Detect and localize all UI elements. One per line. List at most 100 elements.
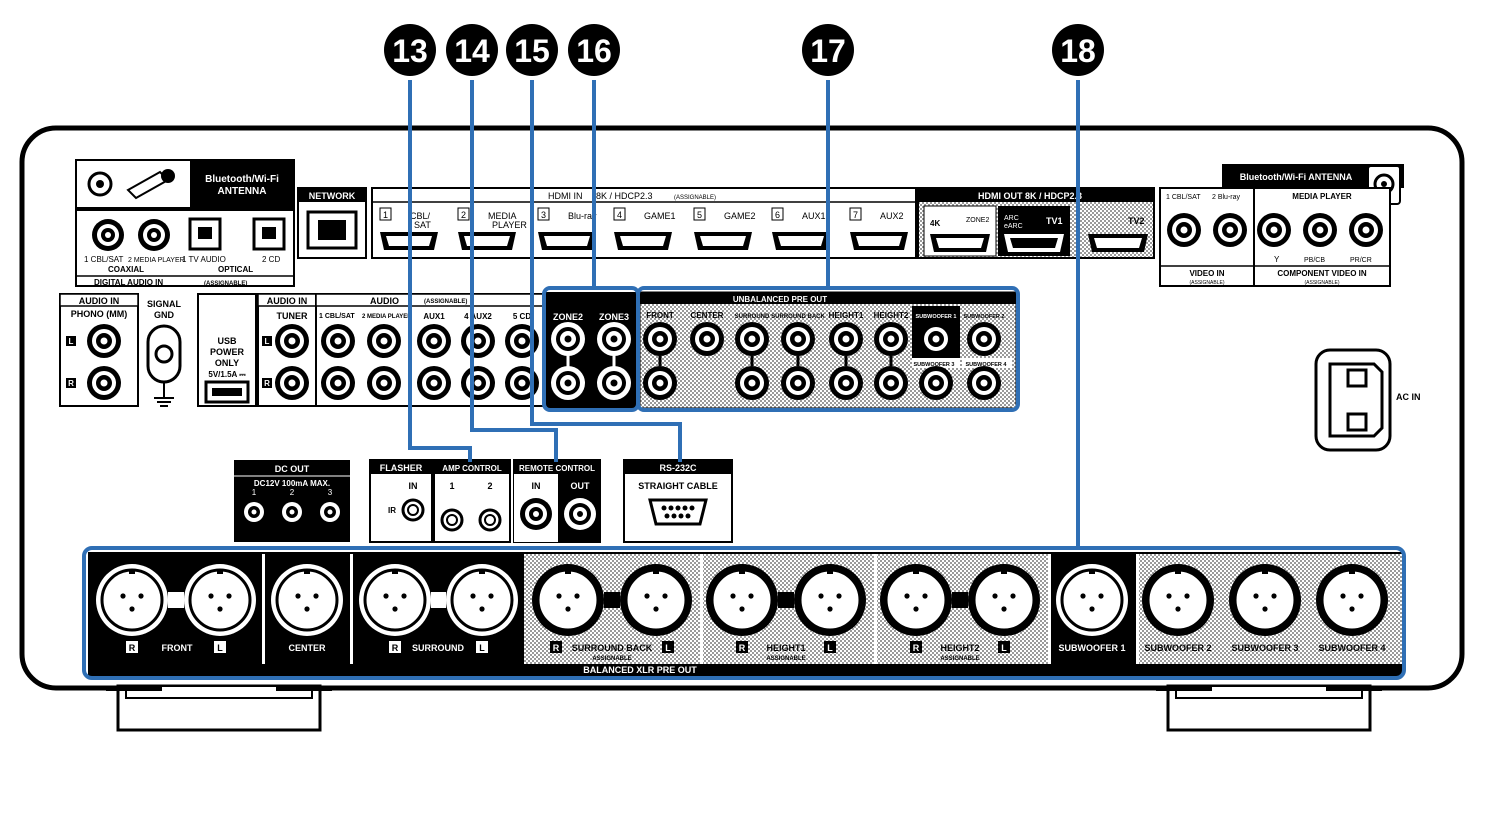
remote-control-title: REMOTE CONTROL	[519, 464, 595, 473]
audio-jack-bottom-1[interactable]	[275, 366, 309, 400]
xlr-jack-13[interactable]	[1142, 564, 1214, 636]
flasher-jack[interactable]	[401, 498, 425, 522]
component-jack-3[interactable]	[1257, 213, 1291, 247]
xlr-jack-14[interactable]	[1229, 564, 1301, 636]
unbal-jack-bottom-3[interactable]	[781, 366, 815, 400]
audio-jack-bottom-5[interactable]	[461, 366, 495, 400]
hdmi-out-ports[interactable]	[930, 234, 1148, 252]
zone-jacks[interactable]	[551, 322, 631, 400]
xlr-jack-1[interactable]	[96, 564, 168, 636]
hdmi-out-tag-zone2: ZONE2	[966, 217, 989, 224]
flasher-in: FLASHER IN IR	[369, 459, 433, 543]
optical-jacks[interactable]	[188, 217, 286, 251]
zone-jack-bottom-2[interactable]	[597, 366, 631, 400]
xlr-jack-4[interactable]	[359, 564, 431, 636]
component-jack-1[interactable]	[1167, 213, 1201, 247]
xlr-jack-15[interactable]	[1316, 564, 1388, 636]
audio-jack-bottom-2[interactable]	[321, 366, 355, 400]
zone-jack-bottom-1[interactable]	[551, 366, 585, 400]
network-label: NETWORK	[309, 191, 356, 201]
xlr-sub4-label: SUBWOOFER 4	[1318, 643, 1385, 653]
phono-jacks[interactable]	[87, 324, 121, 400]
unbal-jack-top-5[interactable]	[829, 322, 863, 356]
phono-jack-l[interactable]	[87, 324, 121, 358]
xlr-jack-2[interactable]	[184, 564, 256, 636]
unbal-jack-bottom-6[interactable]	[919, 366, 953, 400]
callout-number-16: 16	[576, 33, 612, 69]
audio-jack-bottom-3[interactable]	[367, 366, 401, 400]
hdmi-in-num-2: 2	[461, 210, 466, 220]
unbal-jack-top-6[interactable]	[874, 322, 908, 356]
component-jack-2[interactable]	[1213, 213, 1247, 247]
usb-label-2: POWER	[210, 347, 245, 357]
coaxial-jacks[interactable]	[92, 219, 170, 251]
unbal-jack-top-7[interactable]	[919, 322, 953, 356]
unbal-jack-top-3[interactable]	[735, 322, 769, 356]
unbal-jack-bottom-4[interactable]	[829, 366, 863, 400]
callout-number-18: 18	[1060, 33, 1096, 69]
left-foot	[106, 684, 332, 732]
audio-jack-bottom-4[interactable]	[417, 366, 451, 400]
audio-jack-top-1[interactable]	[275, 324, 309, 358]
unbal-jack-top-1[interactable]	[643, 322, 677, 356]
unbal-label-sub1: SUBWOOFER 1	[916, 314, 957, 320]
xlr-jack-5[interactable]	[446, 564, 518, 636]
phono-jack-r[interactable]	[87, 366, 121, 400]
amp-control-jacks[interactable]	[440, 508, 502, 532]
xlr-jacks[interactable]	[96, 564, 1388, 636]
xlr-jack-3[interactable]	[271, 564, 343, 636]
zone-jack-top-1[interactable]	[551, 322, 585, 356]
tuner-title: AUDIO IN	[267, 296, 308, 306]
component-jack-4[interactable]	[1303, 213, 1337, 247]
xlr-jack-9[interactable]	[794, 564, 866, 636]
flasher-in-label: IN	[409, 481, 418, 491]
dc-out-jacks[interactable]	[244, 502, 340, 522]
unbal-label-front: FRONT	[646, 311, 674, 320]
hdmi-out-tag-earc: eARC	[1004, 223, 1023, 230]
audio-jack-top-3[interactable]	[367, 324, 401, 358]
component-jack-5[interactable]	[1349, 213, 1383, 247]
unbal-jack-top-8[interactable]	[967, 322, 1001, 356]
xlr-jack-10[interactable]	[880, 564, 952, 636]
callout-number-14: 14	[454, 33, 490, 69]
xlr-jack-11[interactable]	[968, 564, 1040, 636]
zone-jack-top-2[interactable]	[597, 322, 631, 356]
network-port[interactable]: NETWORK	[297, 187, 367, 259]
unbal-jack-bottom-7[interactable]	[967, 366, 1001, 400]
leader-15	[530, 80, 682, 462]
unbal-jack-bottom-5[interactable]	[874, 366, 908, 400]
hdmi-out-title: HDMI OUT 8K / HDCP2.3	[978, 191, 1082, 201]
remote-out-label: OUT	[571, 481, 591, 491]
xlr-h2-l-tag: L	[1001, 643, 1007, 653]
hdmi-in-label-6: AUX1	[802, 211, 826, 221]
ac-socket[interactable]	[1328, 362, 1384, 438]
rca-jack-grid[interactable]	[275, 324, 539, 400]
audio-jack-top-5[interactable]	[461, 324, 495, 358]
remote-control-jacks[interactable]	[520, 498, 596, 530]
xlr-jack-7[interactable]	[620, 564, 692, 636]
xlr-jack-12[interactable]	[1056, 564, 1128, 636]
unbal-jack-bottom-2[interactable]	[735, 366, 769, 400]
component-video-jacks[interactable]	[1167, 213, 1383, 247]
signal-gnd-label-2: GND	[154, 310, 175, 320]
unbal-jack-bottom-1[interactable]	[643, 366, 677, 400]
unbal-jack-top-4[interactable]	[781, 322, 815, 356]
audio-assign-label-4: 4 AUX2	[464, 312, 492, 321]
xlr-height2-assignable: ASSIGNABLE	[940, 656, 979, 662]
unbal-jack-top-2[interactable]	[690, 322, 724, 356]
rs232c-connector[interactable]	[648, 498, 708, 526]
xlr-jack-8[interactable]	[706, 564, 778, 636]
audio-jack-top-4[interactable]	[417, 324, 451, 358]
unbalanced-jacks[interactable]	[643, 322, 1001, 400]
xlr-jack-6[interactable]	[532, 564, 604, 636]
component-video-section: Bluetooth/Wi-Fi ANTENNA 1 CBL/SAT 2 Blu-…	[1159, 164, 1404, 287]
audio-jack-top-2[interactable]	[321, 324, 355, 358]
